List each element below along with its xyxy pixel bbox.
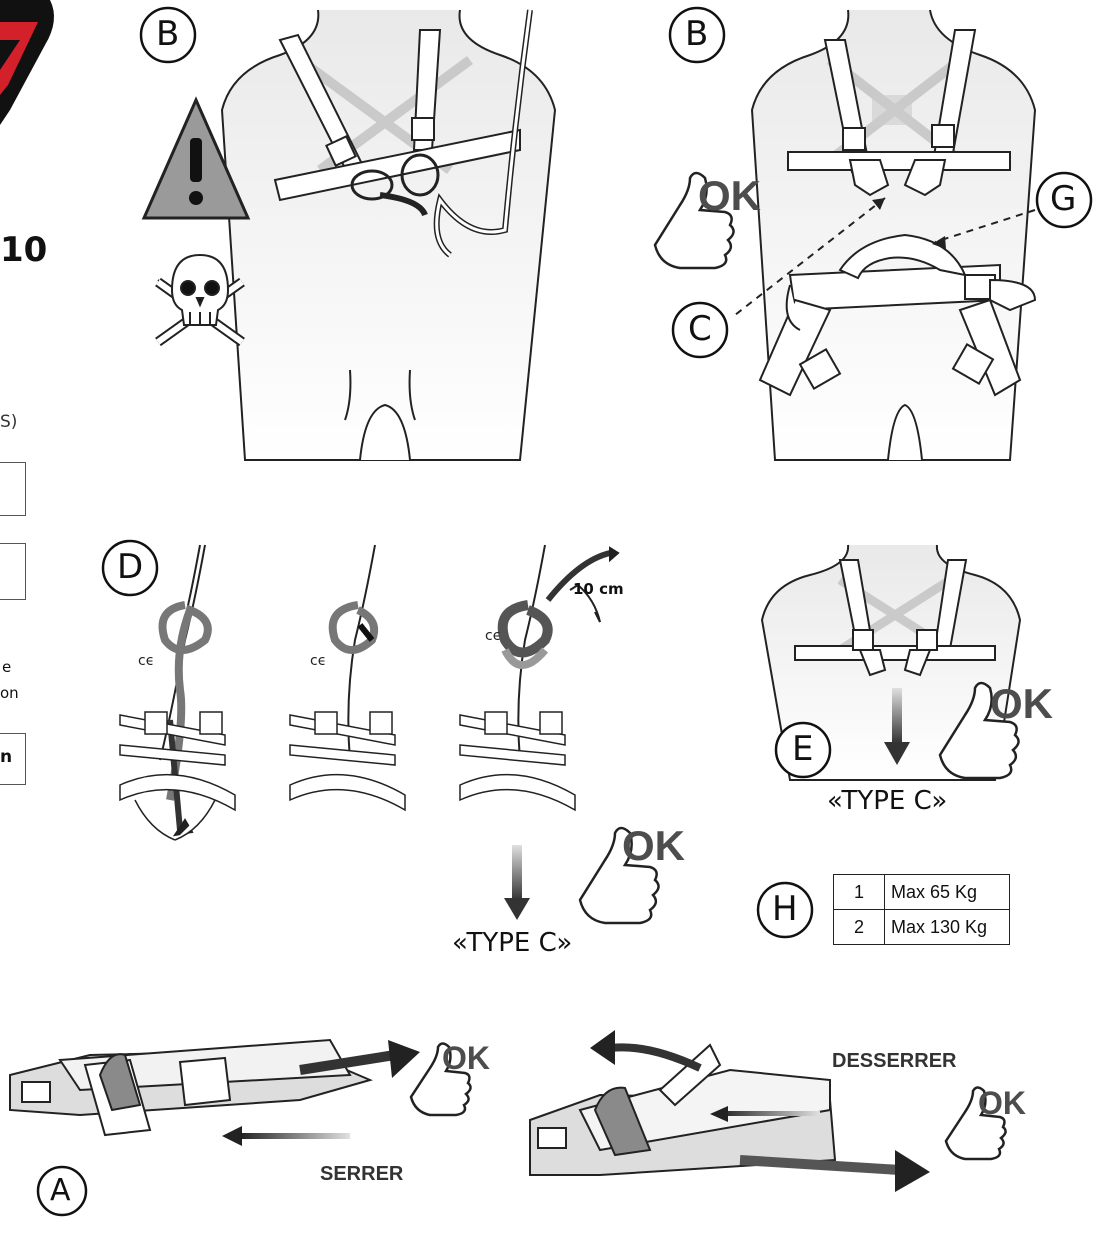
svg-text:ϲϵ: ϲϵ (310, 653, 326, 669)
table-row: 2 Max 130 Kg (834, 910, 1010, 945)
type-c-label-e: «TYPE C» (827, 786, 947, 816)
tighten-label: SERRER (320, 1163, 403, 1186)
max-weight-cell: Max 130 Kg (885, 910, 1010, 945)
svg-text:ϲϵ: ϲϵ (138, 653, 154, 669)
table-row: 1 Max 65 Kg (834, 875, 1010, 910)
ok-label-loosen: OK (978, 1085, 1026, 1122)
ok-label-d: OK (622, 822, 685, 870)
svg-text:ϲϵ: ϲϵ (485, 628, 501, 644)
ok-label-e: OK (990, 680, 1053, 728)
loosen-label: DESSERRER (832, 1050, 956, 1073)
size-cell: 2 (834, 910, 885, 945)
max-weight-cell: Max 65 Kg (885, 875, 1010, 910)
size-cell: 1 (834, 875, 885, 910)
label-g: G (1050, 179, 1076, 219)
label-a: A (50, 1173, 71, 1208)
knot-tail-length: 10 cm (573, 580, 624, 598)
label-e: E (792, 729, 813, 769)
label-d: D (117, 547, 143, 587)
label-b-left: B (156, 14, 179, 54)
skull-crossbones-icon (158, 255, 242, 342)
label-c: C (688, 309, 712, 349)
type-c-label-d: «TYPE C» (452, 928, 572, 958)
label-h: H (772, 889, 798, 929)
torso-left (222, 10, 555, 460)
ok-label-b: OK (698, 172, 761, 220)
ok-label-tighten: OK (442, 1040, 490, 1077)
label-b-right: B (685, 14, 708, 54)
weight-limit-table: 1 Max 65 Kg 2 Max 130 Kg (833, 874, 1010, 945)
